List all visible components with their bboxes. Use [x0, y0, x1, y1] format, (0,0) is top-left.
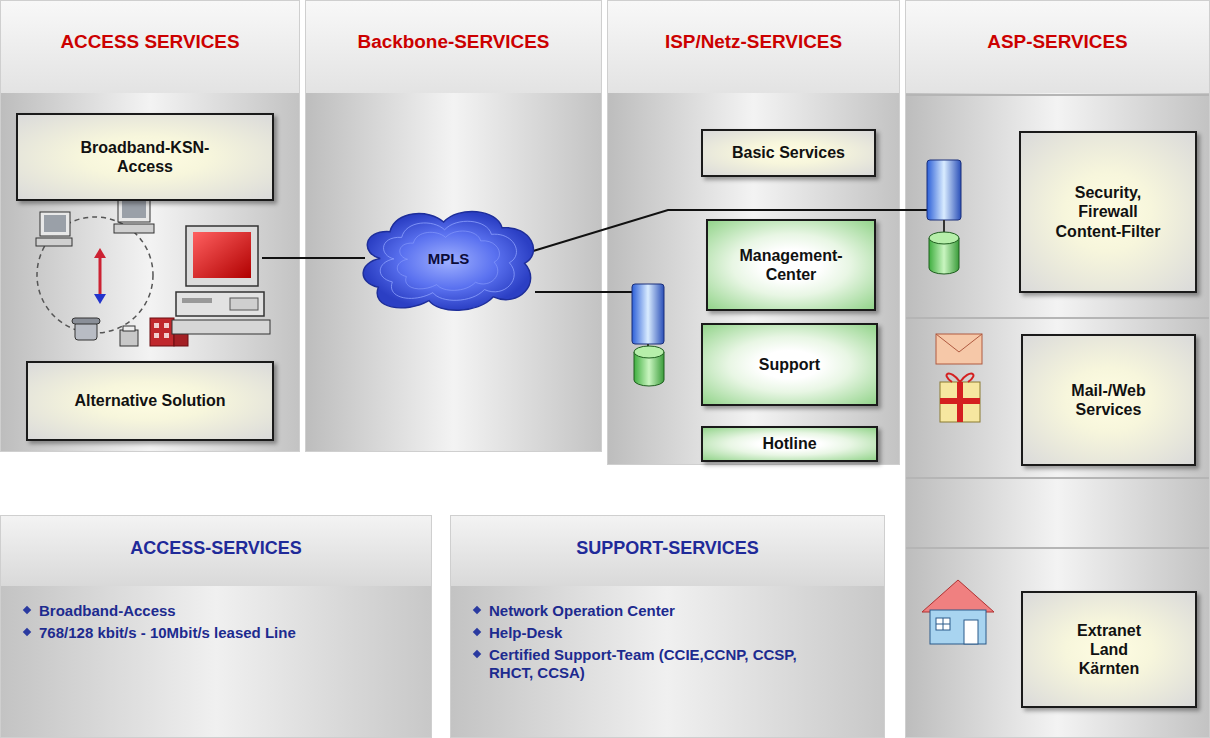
bullet-text: Certified Support-Team (CCIE,CCNP, CCSP,…	[473, 646, 829, 684]
bullet-diamond	[23, 606, 31, 614]
service-box: Alternative Solution	[26, 361, 274, 441]
service-box: Basic Services	[701, 129, 876, 177]
box-label: MPLS	[428, 250, 470, 267]
box-label: Management-Center	[729, 246, 853, 284]
box-label: Support	[759, 355, 820, 374]
bullet-diamond	[473, 628, 481, 636]
service-column: ISP/Netz-SERVICES Basic ServicesManagemen…	[607, 0, 900, 465]
info-panel: SUPPORT-SERVICES Network Operation Center…	[450, 515, 885, 738]
box-label: Mail-/Web Services	[1059, 381, 1159, 419]
box-label: Broadband-KSN-Access	[70, 138, 220, 176]
bullet-text: Help-Desk	[473, 624, 829, 643]
service-box: Mail-/Web Services	[1021, 334, 1196, 466]
column-heading: Backbone-SERVICES	[306, 31, 601, 53]
box-label: Basic Services	[732, 143, 845, 162]
service-column: ASP-SERVICES Security, Firewall Content-F…	[905, 0, 1210, 738]
bullet-text: Network Operation Center	[473, 602, 829, 621]
bullet-text: Broadband-Access	[23, 602, 309, 621]
box-label: Hotline	[762, 434, 816, 453]
service-box: Extranet Land Kärnten	[1021, 591, 1197, 708]
service-box: Management-Center	[706, 219, 876, 311]
bullet-diamond	[473, 606, 481, 614]
column-heading: ASP-SERVICES	[906, 31, 1209, 53]
bullet-text: 768/128 kbit/s - 10Mbit/s leased Line	[23, 624, 309, 643]
service-box: Support	[701, 323, 878, 406]
box-label: Extranet Land Kärnten	[1063, 621, 1155, 679]
column-heading: SUPPORT-SERVICES	[451, 538, 884, 559]
bullet-diamond	[23, 628, 31, 636]
service-box: Security, Firewall Content-Filter	[1019, 131, 1197, 293]
service-box: Hotline	[701, 426, 878, 462]
column-heading: ISP/Netz-SERVICES	[608, 31, 899, 53]
service-column: ACCESS SERVICES Broadband-KSN-AccessAlter…	[0, 0, 300, 452]
info-panel: ACCESS-SERVICES Broadband-Access 768/128 k…	[0, 515, 432, 738]
box-label: Security, Firewall Content-Filter	[1051, 183, 1166, 241]
box-label: Alternative Solution	[74, 391, 225, 410]
column-heading: ACCESS SERVICES	[1, 31, 299, 53]
service-column: Backbone-SERVICES MPLS	[305, 0, 602, 452]
bullet-diamond	[473, 649, 481, 657]
network-cloud: MPLS	[351, 201, 546, 316]
service-box: Broadband-KSN-Access	[16, 113, 274, 201]
column-heading: ACCESS-SERVICES	[1, 538, 431, 559]
